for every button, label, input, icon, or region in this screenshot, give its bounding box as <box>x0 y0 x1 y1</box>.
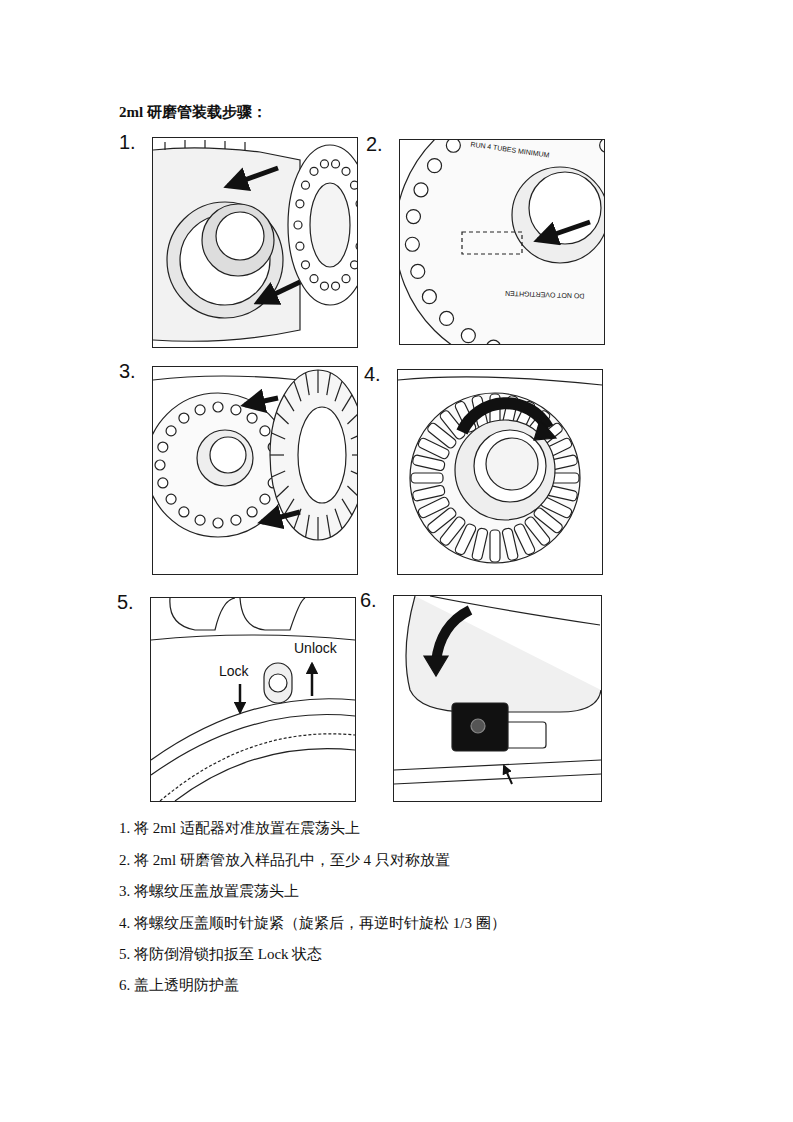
illustration-detail <box>502 528 519 561</box>
illustration-detail <box>320 282 328 290</box>
panel6-art <box>394 596 601 784</box>
illustration-detail <box>317 370 318 393</box>
illustration-detail <box>320 160 328 168</box>
illustration-detail <box>342 275 350 283</box>
panel5-art <box>151 598 355 801</box>
illustration-detail <box>272 433 286 439</box>
step-text: 2. 将 2ml 研磨管放入样品孔中，至少 4 只对称放置 <box>119 851 450 869</box>
illustration-detail <box>296 200 304 208</box>
panel1-art <box>153 140 357 341</box>
panel4-art <box>398 377 602 563</box>
illustration-detail <box>284 395 294 411</box>
illustration-detail <box>301 261 309 269</box>
illustration-detail <box>260 426 270 436</box>
step-text: 5. 将防倒滑锁扣扳至 Lock 状态 <box>119 945 322 963</box>
step-panel: 2. <box>399 139 605 345</box>
illustration-detail <box>158 442 168 452</box>
illustration-detail <box>600 140 604 152</box>
illustration-detail <box>487 340 501 344</box>
illustration-detail <box>352 454 357 455</box>
illustration-detail <box>332 282 340 290</box>
illustration-detail <box>276 413 288 425</box>
step-text: 4. 将螺纹压盖顺时针旋紧（旋紧后，再逆时针旋松 1/3 圈） <box>119 914 506 932</box>
illustration-detail <box>158 478 168 488</box>
illustration-detail <box>440 311 454 325</box>
panel2-art <box>400 140 604 344</box>
illustration-detail <box>317 517 318 540</box>
illustration-detail <box>301 181 309 189</box>
unlock-label: Unlock <box>294 640 337 657</box>
illustration-detail <box>356 242 357 250</box>
step-panel: 3. <box>152 366 358 575</box>
step-number: 5. <box>117 592 134 612</box>
step-panel: 6. <box>393 595 602 802</box>
illustration-detail <box>179 507 189 517</box>
step-number: 2. <box>366 134 383 154</box>
step-text: 6. 盖上透明防护盖 <box>119 976 239 994</box>
illustration-detail <box>195 515 205 525</box>
illustration-detail <box>294 221 302 229</box>
illustration-detail <box>294 381 301 401</box>
illustration-detail <box>411 264 425 278</box>
illustration-detail <box>195 405 205 415</box>
page-title: 2ml 研磨管装载步骤： <box>119 103 267 122</box>
illustration-detail <box>356 200 357 208</box>
illustration-detail <box>347 486 357 498</box>
illustration-detail <box>231 405 241 415</box>
illustration-detail <box>231 515 241 525</box>
illustration-detail <box>351 261 357 269</box>
step-number: 1. <box>119 132 136 152</box>
step-panel: 1. <box>152 137 358 348</box>
illustration-detail <box>490 530 500 562</box>
illustration-detail <box>270 454 284 455</box>
step-panel: 4. <box>397 369 603 575</box>
illustration-detail <box>342 167 350 175</box>
illustration-detail <box>310 275 318 283</box>
illustration-detail <box>260 494 270 504</box>
illustration-detail <box>428 159 442 173</box>
step-number: 4. <box>364 364 381 384</box>
step-panel: 5. <box>150 597 356 802</box>
illustration-detail <box>310 167 318 175</box>
illustration-detail <box>166 426 176 436</box>
illustration-detail <box>461 329 475 343</box>
illustration-detail <box>272 471 286 477</box>
illustration-detail <box>166 494 176 504</box>
illustration-detail <box>406 210 420 224</box>
illustration-detail <box>296 242 304 250</box>
illustration-detail <box>351 471 357 477</box>
step-text: 1. 将 2ml 适配器对准放置在震荡头上 <box>119 819 360 837</box>
illustration-detail <box>213 518 223 528</box>
illustration-detail <box>335 381 342 401</box>
illustration-detail <box>405 237 419 251</box>
illustration-detail <box>327 515 331 537</box>
step-text: 3. 将螺纹压盖放置震荡头上 <box>119 882 299 900</box>
illustration-detail <box>276 486 288 498</box>
illustration-detail <box>412 485 445 502</box>
illustration-detail <box>342 499 352 515</box>
illustration-detail <box>422 290 436 304</box>
illustration-detail <box>351 433 357 439</box>
illustration-detail <box>306 373 310 395</box>
illustration-detail <box>351 181 357 189</box>
illustration-detail <box>414 183 428 197</box>
illustration-detail <box>155 460 165 470</box>
illustration-detail <box>179 413 189 423</box>
illustration-detail <box>332 160 340 168</box>
illustration-detail <box>247 507 257 517</box>
illustration-detail <box>327 373 331 395</box>
illustration-detail <box>446 140 460 152</box>
panel3-art <box>153 370 357 540</box>
illustration-detail <box>342 395 352 411</box>
step-number: 3. <box>119 361 136 381</box>
illustration-detail <box>411 473 443 483</box>
illustration-detail <box>335 509 342 529</box>
illustration-detail <box>306 515 310 537</box>
step-number: 6. <box>360 590 377 610</box>
lock-label: Lock <box>219 663 249 680</box>
illustration-detail <box>213 402 223 412</box>
illustration-detail <box>347 413 357 425</box>
illustration-detail <box>247 413 257 423</box>
